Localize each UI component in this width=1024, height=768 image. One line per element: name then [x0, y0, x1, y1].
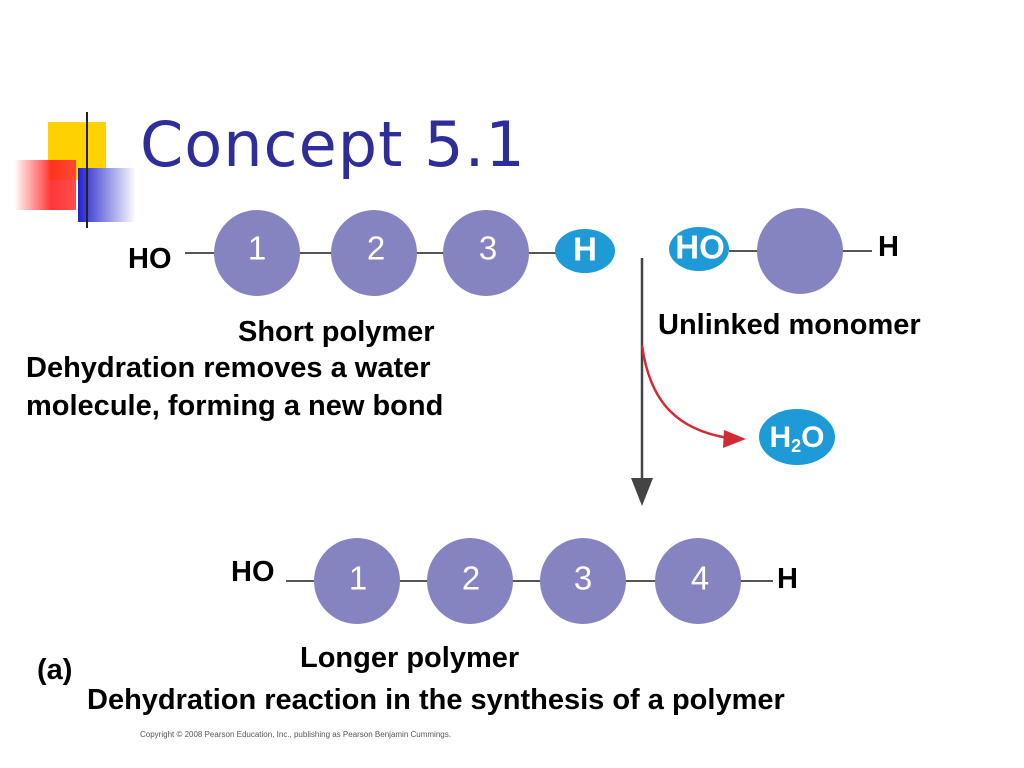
- slide-title: Concept 5.1: [140, 108, 526, 181]
- monomer-circle: [540, 538, 626, 624]
- water-release-arrow: [640, 344, 729, 440]
- hydrogen-label: H: [573, 231, 597, 268]
- water-subscript: 2: [791, 436, 801, 456]
- monomer-number: 4: [691, 560, 709, 597]
- monomer-number: 2: [462, 560, 480, 597]
- hydroxyl-label: HO: [231, 556, 275, 588]
- water-o: O: [801, 421, 824, 454]
- water-label: H2O: [769, 421, 824, 457]
- monomer-number: 2: [367, 230, 385, 267]
- unlinked-monomer-caption: Unlinked monomer: [658, 309, 921, 341]
- short-polymer-caption: Short polymer: [238, 316, 435, 348]
- monomer-circle: [427, 538, 513, 624]
- monomer-circle: [214, 210, 300, 296]
- monomer-number: 3: [479, 230, 497, 267]
- monomer-circle: [443, 210, 529, 296]
- panel-caption: Dehydration reaction in the synthesis of…: [87, 684, 785, 716]
- monomer-circle: [757, 208, 843, 294]
- explanation-line-2: molecule, forming a new bond: [26, 390, 444, 422]
- monomer-circle: [331, 210, 417, 296]
- hydrogen-label: H: [878, 231, 899, 263]
- hydroxyl-label: HO: [675, 229, 725, 266]
- monomer-number: 1: [349, 560, 367, 597]
- panel-label: (a): [37, 654, 73, 686]
- copyright-notice: Copyright © 2008 Pearson Education, Inc.…: [140, 730, 451, 739]
- monomer-circle: [314, 538, 400, 624]
- monomer-number: 1: [248, 230, 266, 267]
- hydroxyl-label: HO: [128, 243, 172, 275]
- explanation-line-1: Dehydration removes a water: [26, 352, 431, 384]
- monomer-circle: [655, 538, 741, 624]
- monomer-number: 3: [574, 560, 592, 597]
- water-h: H: [769, 421, 791, 454]
- water-blob: [759, 409, 835, 465]
- hydrogen-blob: [555, 229, 615, 273]
- hydroxyl-blob: [669, 227, 729, 271]
- water-release-arrowhead: [723, 430, 746, 448]
- hydrogen-label: H: [777, 563, 798, 595]
- reaction-arrow-head: [631, 478, 653, 506]
- longer-polymer-caption: Longer polymer: [300, 642, 520, 674]
